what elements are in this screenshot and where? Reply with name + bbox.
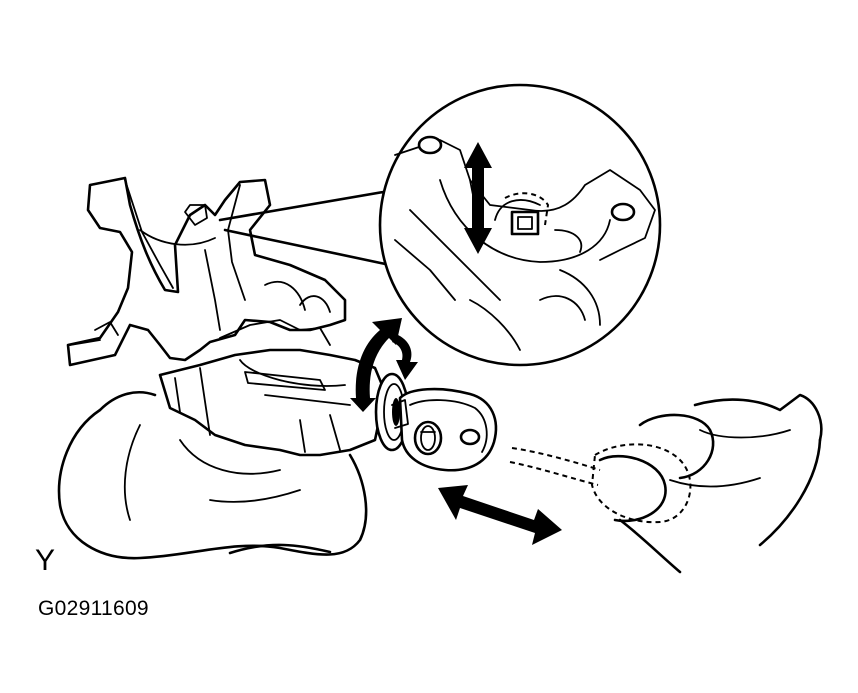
detail-view [378, 83, 662, 367]
view-mark-label: Y [35, 544, 56, 577]
diagonal-double-arrow-icon [438, 485, 562, 545]
detail-leader-lines [218, 188, 397, 267]
key-ring-outline [509, 443, 692, 524]
ignition-key [391, 387, 498, 472]
curved-double-arrow-icon [350, 318, 418, 412]
key-cylinder-body [158, 319, 410, 457]
steering-column-housing [66, 176, 347, 367]
right-hand [598, 393, 823, 574]
figure-code-label: G02911609 [38, 597, 149, 620]
left-hand [57, 390, 368, 560]
vertical-double-arrow-icon [464, 142, 492, 254]
